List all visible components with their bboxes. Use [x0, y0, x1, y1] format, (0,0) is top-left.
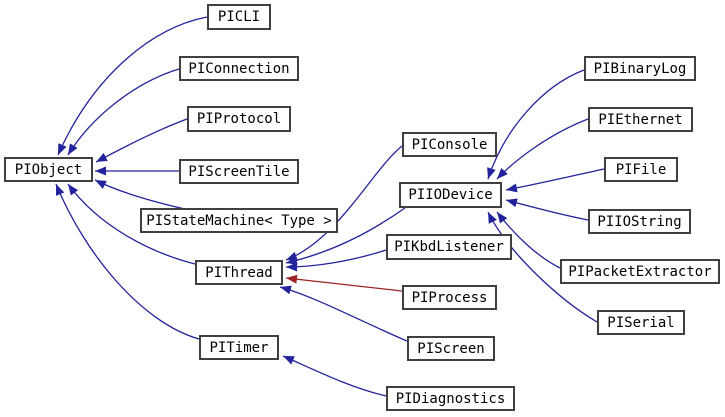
node-pifile[interactable]: PIFile — [604, 157, 678, 182]
edge-pifile-piiodevice — [505, 168, 605, 193]
node-piiostring[interactable]: PIIOString — [588, 209, 691, 234]
node-piconnection[interactable]: PIConnection — [179, 56, 299, 81]
node-pithread[interactable]: PIThread — [195, 260, 283, 285]
edge-pibinarylog-piiodevice — [487, 69, 585, 180]
edge-piprocess-pithread — [285, 274, 403, 292]
node-piprocess[interactable]: PIProcess — [402, 285, 497, 310]
node-piscreen[interactable]: PIScreen — [407, 336, 495, 361]
edge-pikbdlistener-pithread — [285, 249, 387, 272]
node-piscreentile[interactable]: PIScreenTile — [179, 159, 299, 184]
edge-piiodevice-pithread — [285, 207, 406, 265]
node-pikbdlistener[interactable]: PIKbdListener — [386, 234, 512, 260]
node-piserial[interactable]: PISerial — [597, 310, 685, 335]
node-piconsole[interactable]: PIConsole — [402, 132, 497, 157]
edge-pipacketextractor-piiodevice — [496, 211, 561, 269]
edge-pithread-piobject — [67, 183, 196, 265]
edge-piconnection-piobject — [67, 68, 180, 156]
edge-piprotocol-piobject — [95, 118, 188, 163]
node-piobject[interactable]: PIObject — [4, 157, 93, 182]
node-pipacketextractor[interactable]: PIPacketExtractor — [560, 259, 720, 284]
edge-piconsole-pithread — [285, 145, 403, 261]
node-piiodevice[interactable]: PIIODevice — [399, 182, 502, 208]
node-piethernet[interactable]: PIEthernet — [588, 107, 693, 132]
node-pibinarylog[interactable]: PIBinaryLog — [584, 56, 696, 81]
node-picli[interactable]: PICLI — [207, 4, 271, 30]
node-pidiagnostics[interactable]: PIDiagnostics — [386, 386, 515, 411]
edge-piiostring-piiodevice — [505, 198, 589, 221]
edge-piserial-piiodevice — [487, 211, 598, 323]
edge-pistatemachine-piobject — [94, 179, 186, 210]
edge-picli-piobject — [57, 16, 208, 156]
node-pitimer[interactable]: PITimer — [199, 335, 279, 360]
node-piprotocol[interactable]: PIProtocol — [187, 106, 291, 132]
edge-pidiagnostics-pitimer — [282, 355, 387, 397]
edge-piscreen-pithread — [279, 285, 408, 342]
edge-piethernet-piiodevice — [496, 118, 589, 180]
edge-pitimer-piobject — [55, 183, 200, 340]
node-pistatemachine[interactable]: PIStateMachine< Type > — [140, 208, 338, 233]
